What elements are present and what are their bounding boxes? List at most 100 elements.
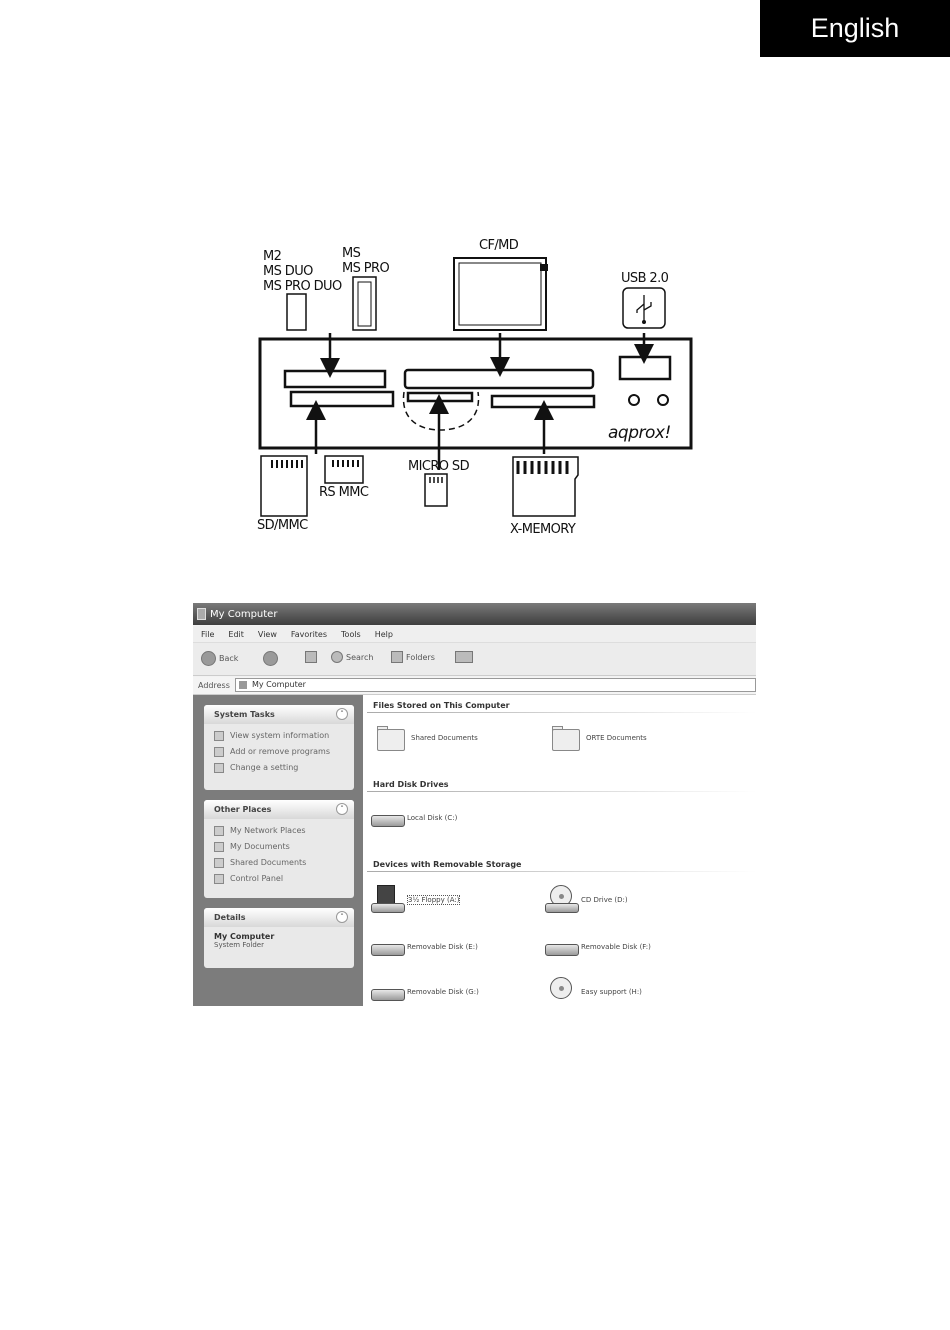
up-button[interactable] [305,651,320,663]
menu-view[interactable]: View [257,629,277,639]
item-user-documents[interactable]: ORTE Documents [548,723,647,753]
details-header[interactable]: Details ˄ [204,908,354,927]
search-button[interactable]: Search [331,651,373,663]
usb-port [618,355,672,381]
rs-mmc-label: RS MMC [319,485,369,500]
section-divider [367,791,756,792]
folder-icon [548,723,582,753]
forward-button[interactable] [263,651,281,666]
ms-label-group: MS MS PRO [342,246,390,276]
micro-sd-slot [406,391,474,403]
task-add-remove-programs[interactable]: Add or remove programs [204,744,354,760]
item-easy-support-h[interactable]: Easy support (H:) [543,977,642,1006]
sd-slot [289,390,395,408]
cf-md-label: CF/MD [479,238,519,253]
back-arrow-icon [201,651,216,666]
place-network[interactable]: My Network Places [204,823,354,839]
cf-card [453,257,547,331]
led-2 [657,394,669,406]
micro-sd-highlight [402,391,480,431]
back-button[interactable]: Back [201,651,238,666]
ms-pro-duo-label: MS PRO DUO [263,279,342,294]
ms-card [352,276,377,331]
place-shared-documents[interactable]: Shared Documents [204,855,354,871]
floppy-drive-icon [369,885,405,915]
sd-mmc-label: SD/MMC [257,518,308,533]
cd-drive-icon [543,885,579,915]
details-name: My Computer [214,932,275,941]
m2-label: M2 [263,249,282,264]
content-pane: Files Stored on This Computer Shared Doc… [363,695,756,1006]
sd-card [260,455,308,517]
item-floppy-a[interactable]: 3½ Floppy (A:) [369,885,461,915]
removable-disk-icon [543,932,579,962]
ms-duo-label: MS DUO [263,264,313,279]
window-title: My Computer [210,608,278,620]
item-shared-documents[interactable]: Shared Documents [373,723,478,753]
other-places-header[interactable]: Other Places ˄ [204,800,354,819]
menu-help[interactable]: Help [374,629,393,639]
item-removable-g[interactable]: Removable Disk (G:) [369,977,479,1006]
collapse-chevron-icon[interactable]: ˄ [336,803,348,815]
hard-drive-icon [369,803,405,833]
ms-slot [283,369,387,389]
search-icon [331,651,343,663]
collapse-chevron-icon[interactable]: ˄ [336,708,348,720]
task-pane: System Tasks ˄ View system information A… [193,695,363,1006]
documents-icon [214,842,224,852]
address-value: My Computer [252,680,306,689]
m2-card [286,293,307,331]
address-label: Address [198,681,230,690]
x-memory-slot [490,394,596,409]
led-1 [628,394,640,406]
details-panel: Details ˄ My Computer System Folder [204,908,354,968]
usb-icon [622,287,666,329]
item-removable-f[interactable]: Removable Disk (F:) [543,932,651,962]
language-tab: English [760,0,950,57]
system-tasks-header[interactable]: System Tasks ˄ [204,705,354,724]
brand-logo: aqprox! [608,423,671,443]
system-info-icon [214,731,224,741]
collapse-chevron-icon[interactable]: ˄ [336,911,348,923]
place-my-documents[interactable]: My Documents [204,839,354,855]
cd-drive-icon [543,977,577,1006]
place-control-panel[interactable]: Control Panel [204,871,354,887]
item-cd-drive-d[interactable]: CD Drive (D:) [543,885,628,915]
section-files: Files Stored on This Computer [373,701,510,710]
item-removable-e[interactable]: Removable Disk (E:) [369,932,478,962]
section-divider [367,712,756,713]
m2-label-group: M2 MS DUO MS PRO DUO [263,249,342,294]
usb-label: USB 2.0 [621,271,669,286]
removable-disk-icon [369,977,405,1006]
views-button[interactable] [455,651,476,663]
menu-tools[interactable]: Tools [341,629,361,639]
section-removable: Devices with Removable Storage [373,860,522,869]
network-icon [214,826,224,836]
folder-icon [373,723,407,753]
menu-bar: File Edit View Favorites Tools Help [193,626,756,643]
rs-mmc-card [324,455,364,484]
address-input[interactable]: My Computer [235,678,756,692]
computer-icon [197,608,206,620]
system-tasks-panel: System Tasks ˄ View system information A… [204,705,354,790]
menu-favorites[interactable]: Favorites [290,629,328,639]
other-places-panel: Other Places ˄ My Network Places My Docu… [204,800,354,898]
ms-label: MS [342,246,361,261]
folders-button[interactable]: Folders [391,651,435,663]
forward-arrow-icon [263,651,278,666]
folders-icon [391,651,403,663]
task-change-setting[interactable]: Change a setting [204,760,354,776]
cf-slot [403,368,595,390]
settings-icon [214,763,224,773]
address-bar: Address My Computer [193,677,756,695]
card-reader-drawing: aqprox! [258,257,693,517]
task-view-system-info[interactable]: View system information [204,728,354,744]
computer-icon [239,681,247,689]
folder-icon [214,858,224,868]
menu-file[interactable]: File [201,629,215,639]
section-divider [367,871,756,872]
reader-front-panel [258,337,693,450]
programs-icon [214,747,224,757]
menu-edit[interactable]: Edit [228,629,244,639]
item-local-disk-c[interactable]: Local Disk (C:) [369,803,457,833]
